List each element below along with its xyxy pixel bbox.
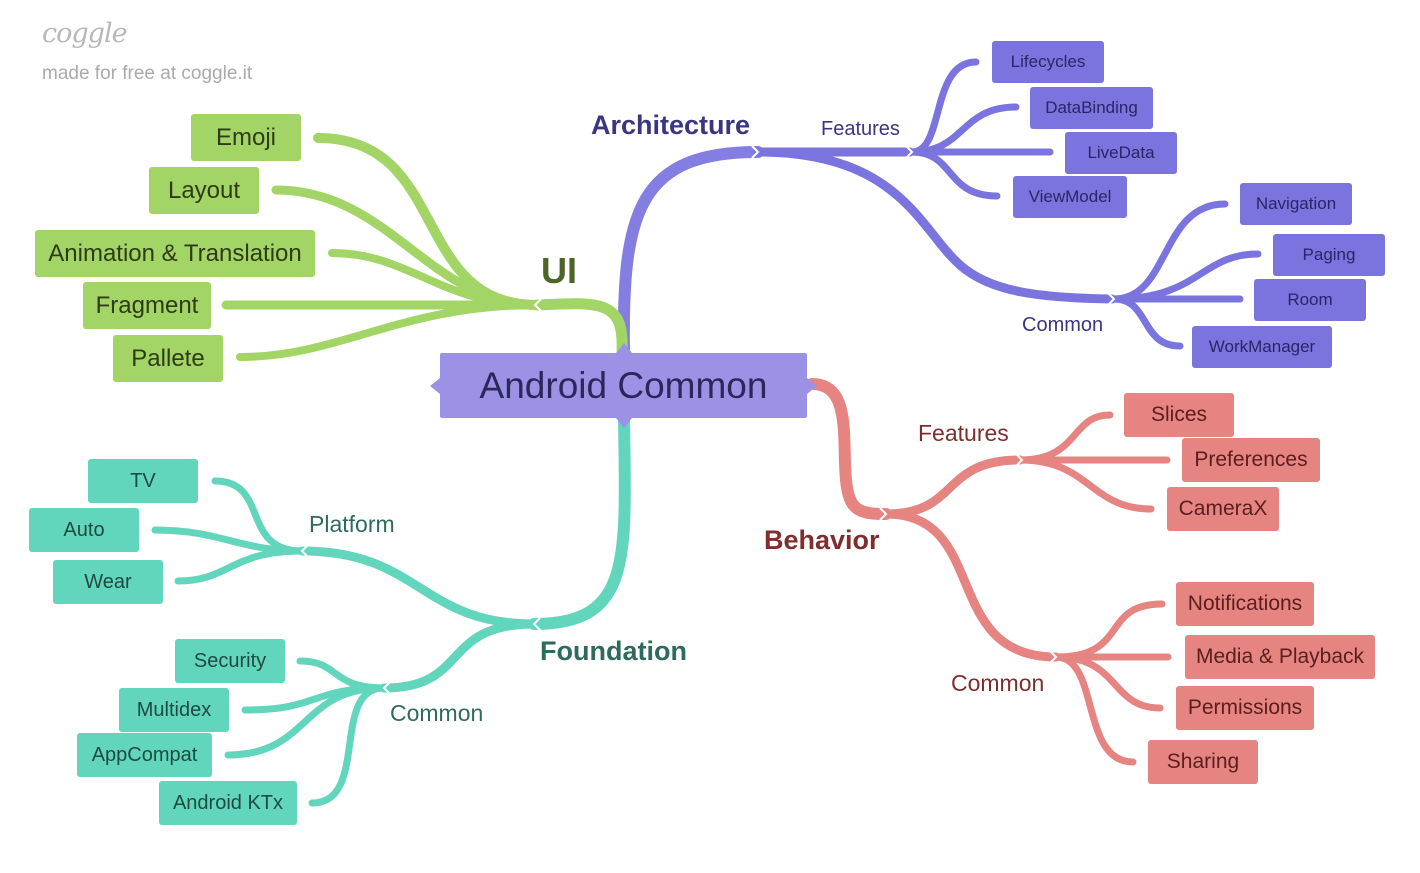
node-animation-translation[interactable]: Animation & Translation xyxy=(35,230,315,277)
node-permissions[interactable]: Permissions xyxy=(1176,686,1314,730)
node-tv[interactable]: TV xyxy=(88,459,198,503)
node-multidex[interactable]: Multidex xyxy=(119,688,229,732)
sub-label-beh-features[interactable]: Features xyxy=(918,420,1009,446)
node-wear[interactable]: Wear xyxy=(53,560,163,604)
branch-beh-sharing xyxy=(1052,653,1137,766)
node-appcompat[interactable]: AppCompat xyxy=(77,733,212,777)
branch-arch-common xyxy=(753,147,1117,304)
branch-beh-permissions xyxy=(1052,653,1164,712)
node-media-playback[interactable]: Media & Playback xyxy=(1185,635,1375,679)
node-room[interactable]: Room xyxy=(1254,279,1366,321)
node-preferences[interactable]: Preferences xyxy=(1182,438,1320,482)
node-android-ktx[interactable]: Android KTx xyxy=(159,781,297,825)
node-fragment[interactable]: Fragment xyxy=(83,282,211,329)
branch-fnd-common xyxy=(379,619,539,693)
branch-ui-pallete xyxy=(236,301,541,361)
node-workmanager[interactable]: WorkManager xyxy=(1192,326,1332,368)
branch-fnd-ktx xyxy=(308,684,388,807)
node-navigation[interactable]: Navigation xyxy=(1240,183,1352,225)
node-pallete[interactable]: Pallete xyxy=(113,335,223,382)
sub-label-beh-common[interactable]: Common xyxy=(951,670,1045,696)
branch-label-ui[interactable]: UI xyxy=(541,250,577,291)
branch-arch-workmanager xyxy=(1110,295,1184,350)
branch-label-foundation[interactable]: Foundation xyxy=(540,636,687,666)
branch-fnd-appcompat xyxy=(224,684,388,759)
root-label: Android Common xyxy=(479,364,768,406)
node-emoji[interactable]: Emoji xyxy=(191,114,301,161)
coggle-credit-text: made for free at coggle.it xyxy=(42,63,253,84)
node-lifecycles[interactable]: Lifecycles xyxy=(992,41,1104,83)
branch-root-foundation xyxy=(528,414,631,630)
branch-beh-features xyxy=(881,455,1025,519)
node-notifications[interactable]: Notifications xyxy=(1176,582,1314,626)
branch-arch-viewmodel xyxy=(908,148,1001,200)
node-camerax[interactable]: CameraX xyxy=(1167,487,1279,531)
node-paging[interactable]: Paging xyxy=(1273,234,1385,276)
node-layout[interactable]: Layout xyxy=(149,167,259,214)
node-livedata[interactable]: LiveData xyxy=(1065,132,1177,174)
node-databinding[interactable]: DataBinding xyxy=(1030,87,1153,129)
branch-label-behavior[interactable]: Behavior xyxy=(764,525,880,555)
sub-label-arch-common[interactable]: Common xyxy=(1022,314,1104,336)
branch-beh-camerax xyxy=(1016,456,1155,513)
branch-fnd-wear xyxy=(174,547,306,585)
node-viewmodel[interactable]: ViewModel xyxy=(1013,176,1127,218)
node-sharing[interactable]: Sharing xyxy=(1148,740,1258,784)
branch-fnd-platform xyxy=(297,546,539,629)
node-security[interactable]: Security xyxy=(175,639,285,683)
root-node[interactable]: Android Common xyxy=(440,353,807,418)
branch-root-architecture xyxy=(617,146,764,356)
sub-label-fnd-platform[interactable]: Platform xyxy=(309,511,395,537)
node-auto[interactable]: Auto xyxy=(29,508,139,552)
branch-beh-common xyxy=(881,509,1061,662)
branch-root-ui xyxy=(531,298,628,356)
sub-label-fnd-common[interactable]: Common xyxy=(390,700,484,726)
branch-label-architecture[interactable]: Architecture xyxy=(591,110,751,140)
coggle-logo: coggle xyxy=(42,18,128,49)
sub-label-arch-features[interactable]: Features xyxy=(821,118,900,140)
node-slices[interactable]: Slices xyxy=(1124,393,1234,437)
branch-root-behavior xyxy=(806,378,892,520)
